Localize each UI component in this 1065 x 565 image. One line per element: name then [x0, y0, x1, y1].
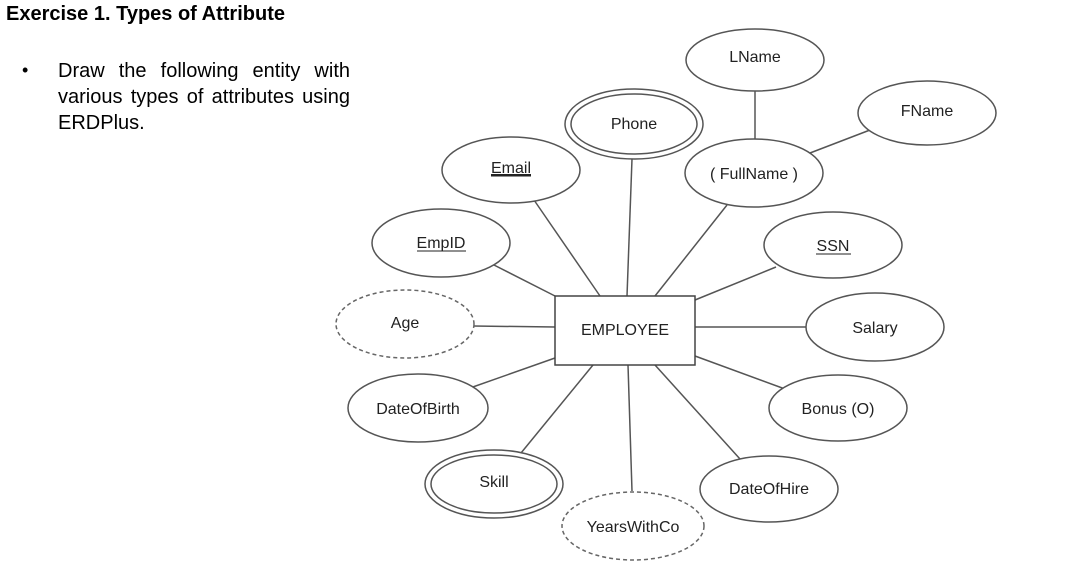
dateofbirth-attribute	[347, 373, 489, 443]
link-yearswithco-employee	[627, 364, 633, 492]
link-skill-employee	[520, 364, 594, 454]
empid-label: EmpID	[417, 235, 466, 252]
email-label: Email	[491, 160, 531, 177]
link-email-employee	[533, 199, 601, 297]
skill-label: Skill	[479, 474, 508, 491]
empid-attribute	[371, 208, 511, 278]
bonus-label: Bonus (O)	[802, 401, 875, 418]
fullname-label: ( FullName )	[710, 166, 798, 183]
ssn-label: SSN	[817, 238, 850, 255]
yearswithco-attribute	[561, 491, 705, 561]
lname-label: LName	[729, 49, 781, 66]
link-empid-employee	[491, 263, 556, 297]
salary-label: Salary	[852, 320, 897, 337]
bonus-attribute	[768, 374, 908, 442]
salary-attribute	[805, 292, 945, 362]
lname-attribute	[685, 28, 825, 92]
link-dateofbirth-employee	[469, 357, 556, 389]
fname-attribute	[857, 80, 997, 146]
bullet-marker: •	[22, 60, 29, 80]
link-phone-employee	[626, 158, 633, 297]
fullname-attribute	[684, 138, 824, 208]
ssn-attribute	[763, 211, 903, 279]
instruction-text: Draw the following entity with various t…	[58, 60, 350, 134]
employee-entity	[554, 295, 696, 366]
age-label: Age	[391, 315, 420, 332]
link-fname-fullname	[809, 129, 871, 154]
phone-label: Phone	[611, 116, 657, 133]
skill-attribute-inner	[430, 454, 558, 514]
exercise-title: Exercise 1. Types of Attribute	[6, 3, 285, 25]
yearswithco-label: YearsWithCo	[587, 519, 680, 536]
employee-entity-label: EMPLOYEE	[581, 322, 669, 339]
link-dateofhire-employee	[654, 364, 741, 460]
fname-label: FName	[901, 103, 954, 120]
dateofhire-attribute	[699, 455, 839, 523]
connector-lines	[469, 90, 871, 492]
link-ssn-employee	[694, 266, 777, 301]
link-age-employee	[472, 325, 556, 328]
dateofhire-label: DateOfHire	[729, 481, 809, 498]
age-attribute	[335, 289, 475, 359]
phone-attribute	[564, 88, 704, 160]
dateofbirth-label: DateOfBirth	[376, 401, 460, 418]
email-attribute	[441, 136, 581, 204]
phone-attribute-inner	[570, 93, 698, 155]
link-bonus-employee	[694, 355, 786, 390]
skill-attribute	[424, 449, 564, 519]
link-fullname-employee	[654, 204, 728, 297]
